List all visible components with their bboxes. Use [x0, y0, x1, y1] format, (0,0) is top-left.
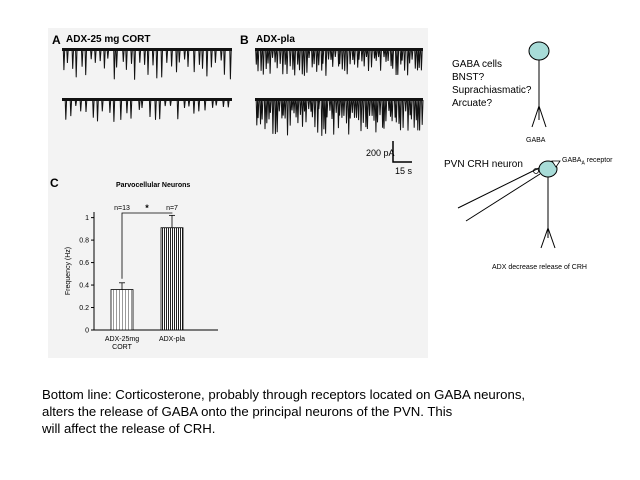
- pipette-upper: [457, 167, 540, 209]
- panel-b-title: ADX-pla: [256, 34, 295, 45]
- adx-crh-caption: ADX decrease release of CRH: [492, 264, 587, 271]
- gaba-line-3: Suprachiasmatic?: [452, 85, 532, 96]
- gaba-line-2: BNST?: [452, 72, 485, 83]
- trace-a-bottom: [62, 99, 232, 122]
- trace-b-top: [255, 49, 423, 76]
- receptor-subscript: A: [581, 160, 585, 167]
- trace-a-top-baseline: [62, 48, 232, 51]
- significance-star: *: [145, 203, 149, 213]
- n-label: n=13: [114, 205, 130, 212]
- trace-a-top: [62, 49, 232, 80]
- y-tick-label: 0.8: [79, 238, 89, 245]
- receptor-suffix: receptor: [584, 157, 613, 164]
- bar: [110, 289, 134, 331]
- y-tick-label: 0.6: [79, 260, 89, 267]
- panel-a-title: ADX-25 mg CORT: [66, 34, 151, 45]
- trace-a-bottom-baseline: [62, 98, 232, 101]
- gaba-a-receptor-icon: [551, 160, 561, 168]
- category-label: ADX-pla: [159, 336, 185, 343]
- gaba-line-1: GABA cells: [452, 59, 503, 70]
- trace-b-top-baseline: [255, 48, 423, 51]
- chart-title: Parvocellular Neurons: [116, 182, 191, 189]
- scale-bar-amplitude: 200 pA: [366, 148, 395, 158]
- trace-b-bottom-baseline: [255, 98, 423, 101]
- pvn-crh-neuron-label: PVN CRH neuron: [444, 159, 523, 170]
- gaba-label: GABA: [526, 137, 546, 144]
- receptor-name: GABA: [562, 157, 582, 164]
- gaba-cell-candidates: GABA cells BNST? Suprachiasmatic? Arcuat…: [452, 58, 531, 110]
- bottom-line-3: will affect the release of CRH.: [42, 421, 216, 436]
- bottom-line-1: Bottom line: Corticosterone, probably th…: [42, 387, 526, 402]
- y-tick-label: 0: [85, 328, 89, 335]
- neuron-diagram: [457, 41, 561, 249]
- y-tick-label: 1: [85, 215, 89, 222]
- scale-bar: [392, 141, 412, 163]
- gaba-cell-body: [528, 41, 550, 61]
- trace-b-bottom: [255, 99, 424, 136]
- panel-a-letter: A: [52, 33, 61, 47]
- significance-bracket: [121, 212, 173, 279]
- y-axis-label: Frequency (Hz): [65, 247, 72, 295]
- gaba-a-receptor-label: GABAA receptor: [562, 157, 612, 166]
- gaba-line-4: Arcuate?: [452, 98, 493, 109]
- pipette-lower: [465, 173, 541, 222]
- bar: [160, 227, 184, 331]
- y-tick-label: 0.4: [79, 283, 89, 290]
- scale-bar-time: 15 s: [395, 166, 413, 176]
- bottom-line-2: alters the release of GABA onto the prin…: [42, 404, 453, 419]
- panel-c-letter: C: [50, 176, 59, 190]
- panel-b-letter: B: [240, 33, 249, 47]
- category-label: ADX-25mg: [105, 336, 139, 343]
- n-label: n=7: [166, 205, 178, 212]
- bottom-line-text: Bottom line: Corticosterone, probably th…: [42, 386, 636, 437]
- y-tick-label: 0.2: [79, 305, 89, 312]
- category-label: CORT: [112, 344, 132, 351]
